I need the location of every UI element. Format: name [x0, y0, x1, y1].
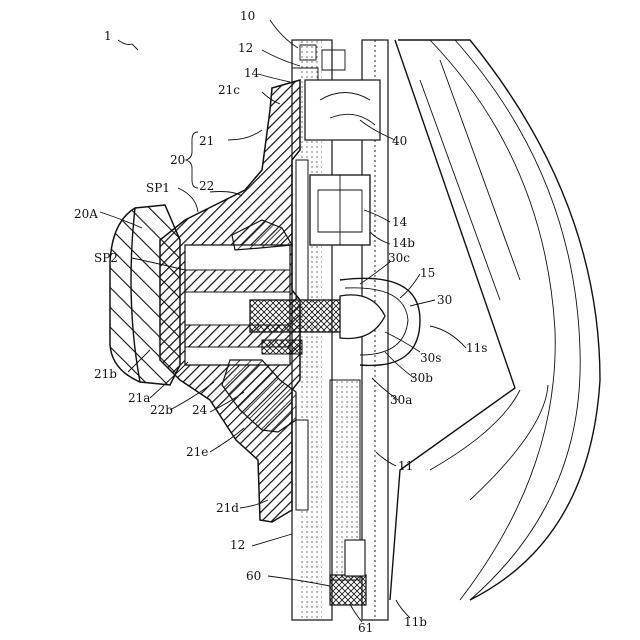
- label-22b: 22b: [150, 403, 173, 417]
- label-22: 22: [199, 179, 214, 193]
- label-11b: 11b: [404, 615, 427, 629]
- label-14-mid: 14: [392, 215, 408, 229]
- label-21d: 21d: [216, 501, 239, 515]
- label-24: 24: [192, 403, 208, 417]
- label-20A: 20A: [74, 207, 98, 221]
- label-12-bottom: 12: [230, 538, 245, 552]
- label-21b: 21b: [94, 367, 117, 381]
- label-SP1: SP1: [146, 181, 170, 195]
- label-30c: 30c: [388, 251, 410, 265]
- label-14-top: 14: [244, 66, 260, 80]
- label-30b: 30b: [410, 371, 433, 385]
- label-1: 1: [104, 29, 112, 43]
- label-20: 20: [170, 153, 185, 167]
- label-21c: 21c: [218, 83, 240, 97]
- label-14b: 14b: [392, 236, 415, 250]
- label-12-top: 12: [238, 41, 253, 55]
- label-60: 60: [246, 569, 261, 583]
- label-10: 10: [240, 9, 255, 23]
- label-40: 40: [392, 134, 407, 148]
- label-15: 15: [420, 266, 435, 280]
- outer-cover-shell: [390, 40, 600, 600]
- label-30: 30: [437, 293, 452, 307]
- label-61: 61: [358, 621, 373, 635]
- label-11: 11: [398, 459, 413, 473]
- label-21e: 21e: [186, 445, 208, 459]
- label-21a: 21a: [128, 391, 150, 405]
- label-21: 21: [199, 134, 214, 148]
- knob-20A: [110, 205, 180, 385]
- brace-20: [186, 132, 198, 188]
- label-SP2: SP2: [94, 251, 118, 265]
- label-30s: 30s: [420, 351, 441, 365]
- label-30a: 30a: [390, 393, 412, 407]
- label-11s: 11s: [466, 341, 487, 355]
